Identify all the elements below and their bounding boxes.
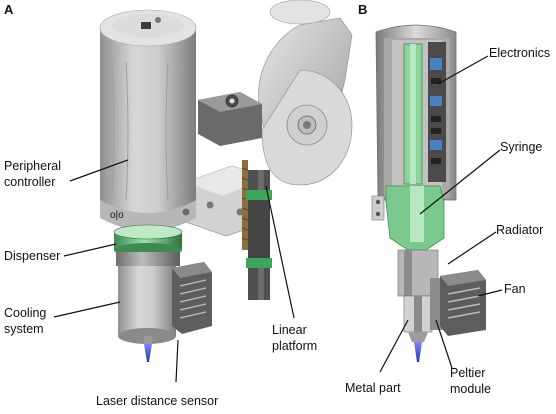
leader-syringe xyxy=(419,149,501,215)
cooling-fan xyxy=(172,262,212,334)
label-syringe: Syringe xyxy=(500,140,542,154)
label-peltier-module: Peltier module xyxy=(450,366,491,396)
leader-linear-platform xyxy=(265,185,295,319)
leader-electronics xyxy=(437,55,489,85)
cooling-system-body xyxy=(116,252,180,344)
panel-b: B xyxy=(345,2,550,396)
label-cooling-system-line2: system xyxy=(4,322,44,336)
panel-b-letter: B xyxy=(358,2,367,17)
needle-b xyxy=(414,342,422,362)
label-linear-platform-line1: Linear xyxy=(272,323,307,337)
label-peripheral-controller-line1: Peripheral xyxy=(4,159,61,173)
leader-dispenser xyxy=(63,243,117,257)
label-peripheral-controller-line2: controller xyxy=(4,175,55,189)
label-peltier-module-line2: module xyxy=(450,382,491,396)
label-radiator: Radiator xyxy=(496,223,543,237)
panel-a: A xyxy=(4,0,353,408)
label-electronics: Electronics xyxy=(489,46,550,60)
label-fan: Fan xyxy=(504,282,526,296)
panel-a-letter: A xyxy=(4,2,14,17)
label-linear-platform: Linear platform xyxy=(272,323,317,353)
syringe-body xyxy=(385,43,445,251)
lead-screw xyxy=(242,160,248,250)
robot-arm xyxy=(258,0,353,186)
label-linear-platform-line2: platform xyxy=(272,339,317,353)
label-dispenser: Dispenser xyxy=(4,249,60,263)
leader-radiator xyxy=(447,231,497,265)
linear-platform-rail xyxy=(246,170,272,300)
panel-a-leader-lines xyxy=(53,159,295,383)
leader-laser-distance-sensor xyxy=(175,339,179,383)
label-metal-part: Metal part xyxy=(345,381,401,395)
label-peripheral-controller: Peripheral controller xyxy=(4,159,64,189)
radiator-body xyxy=(371,195,439,297)
leader-peripheral-controller xyxy=(69,159,129,182)
leader-metal-part xyxy=(379,319,409,373)
panel-b-leader-lines xyxy=(379,55,503,373)
leader-fan xyxy=(477,289,503,297)
dispenser-ring xyxy=(113,224,183,257)
label-cooling-system-line1: Cooling xyxy=(4,306,46,320)
motor-block xyxy=(198,92,262,146)
leader-cooling-system xyxy=(53,301,121,318)
electronics-board xyxy=(428,42,446,182)
leader-peltier-module xyxy=(435,319,453,369)
dispensing-needle xyxy=(144,344,152,362)
label-peltier-module-line1: Peltier xyxy=(450,366,485,380)
label-laser-distance-sensor: Laser distance sensor xyxy=(96,394,218,408)
controller-marking: o|o xyxy=(110,210,124,221)
label-cooling-system: Cooling system xyxy=(4,306,50,336)
fan-assembly xyxy=(430,270,486,336)
peripheral-controller-body: o|o xyxy=(99,9,197,231)
metal-part xyxy=(403,295,433,342)
